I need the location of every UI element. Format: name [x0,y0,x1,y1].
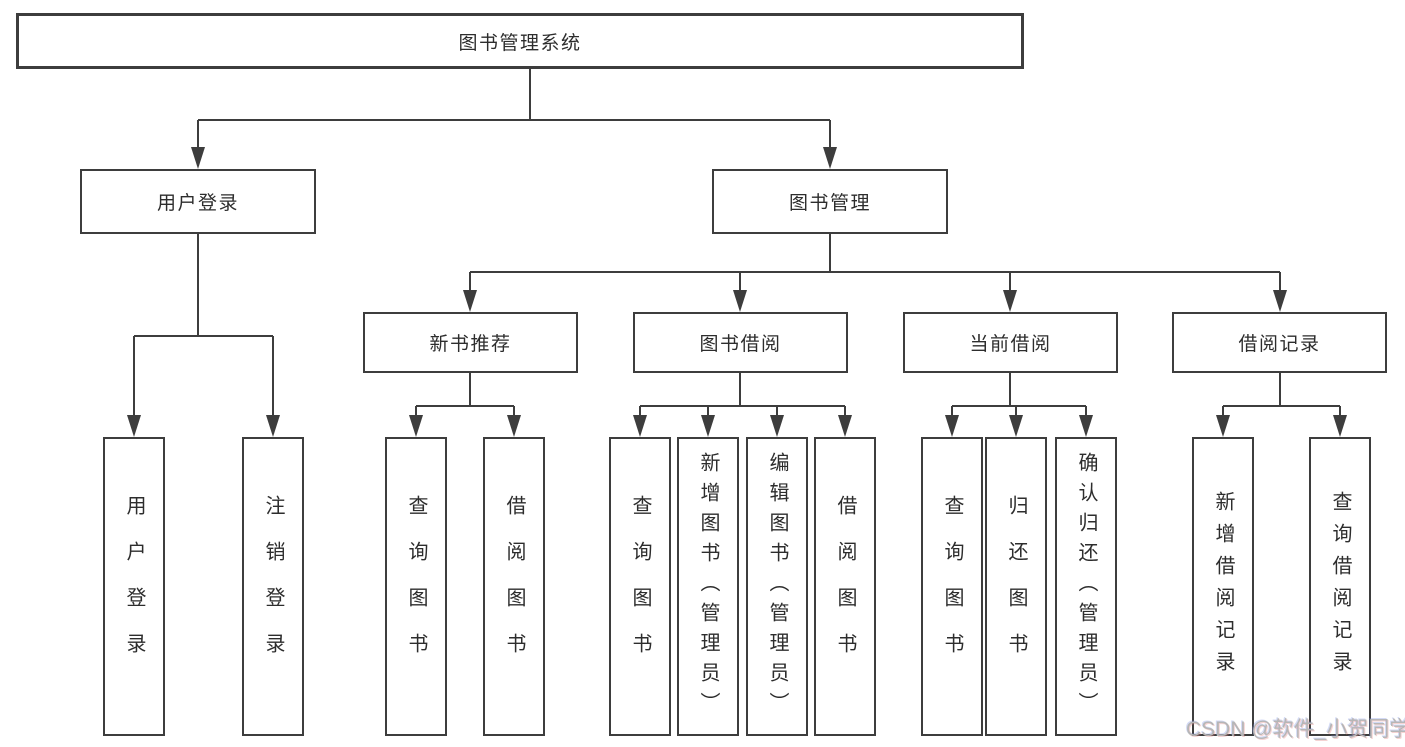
leaf-edit-book-admin: 编辑图书（管理员） [746,437,808,736]
leaf-user-login-label: 用户登录 [123,494,145,679]
leaf-user-login: 用户登录 [103,437,165,736]
leaf-add-book-admin: 新增图书（管理员） [677,437,739,736]
node-user-login-label: 用户登录 [156,193,239,214]
leaf-borrow-books-label: 借阅图书 [834,494,856,679]
leaf-query-books-recommend: 查询图书 [385,437,447,736]
leaf-query-books-current: 查询图书 [921,437,983,736]
leaf-query-borrow-record-label: 查询借阅记录 [1329,490,1351,683]
leaf-borrow-books-recommend: 借阅图书 [483,437,545,736]
connector-borrowing-records-to-leaves [1216,373,1347,437]
connector-new-book-recommend-to-leaves [409,373,521,437]
node-library-system-label: 图书管理系统 [458,32,582,54]
leaf-query-books-current-label: 查询图书 [941,494,963,679]
leaf-return-book: 归还图书 [985,437,1047,736]
leaf-logout: 注销登录 [242,437,304,736]
node-user-login: 用户登录 [80,169,316,234]
leaf-add-book-admin-label: 新增图书（管理员） [697,451,719,722]
connector-book-borrowing-to-leaves [633,373,852,437]
leaf-return-book-label: 归还图书 [1005,494,1027,679]
leaf-add-borrow-record-label: 新增借阅记录 [1212,490,1234,683]
leaf-confirm-return-admin-label: 确认归还（管理员） [1075,451,1097,722]
node-book-borrowing: 图书借阅 [633,312,848,373]
node-borrowing-records: 借阅记录 [1172,312,1387,373]
connector-user-login-to-leaves [127,234,280,437]
node-current-borrowing-label: 当前借阅 [969,334,1052,355]
leaf-query-books-borrowing: 查询图书 [609,437,671,736]
leaf-borrow-books-recommend-label: 借阅图书 [503,494,525,679]
csdn-watermark: CSDN @软件_小贺同学 [1186,718,1405,741]
node-new-book-recommend: 新书推荐 [363,312,578,373]
connector-current-borrowing-to-leaves [945,373,1093,437]
leaf-logout-label: 注销登录 [262,494,284,679]
node-book-management-label: 图书管理 [788,193,871,214]
leaf-borrow-books: 借阅图书 [814,437,876,736]
leaf-query-books-recommend-label: 查询图书 [405,494,427,679]
node-current-borrowing: 当前借阅 [903,312,1118,373]
connector-root-to-level2 [191,69,837,169]
node-library-system: 图书管理系统 [16,13,1024,69]
leaf-query-borrow-record: 查询借阅记录 [1309,437,1371,736]
connector-book-management-to-level3 [463,234,1287,312]
node-book-management: 图书管理 [712,169,948,234]
leaf-edit-book-admin-label: 编辑图书（管理员） [766,451,788,722]
leaf-query-books-borrowing-label: 查询图书 [629,494,651,679]
leaf-add-borrow-record: 新增借阅记录 [1192,437,1254,736]
node-borrowing-records-label: 借阅记录 [1238,334,1321,355]
leaf-confirm-return-admin: 确认归还（管理员） [1055,437,1117,736]
node-new-book-recommend-label: 新书推荐 [429,334,512,355]
node-book-borrowing-label: 图书借阅 [699,334,782,355]
